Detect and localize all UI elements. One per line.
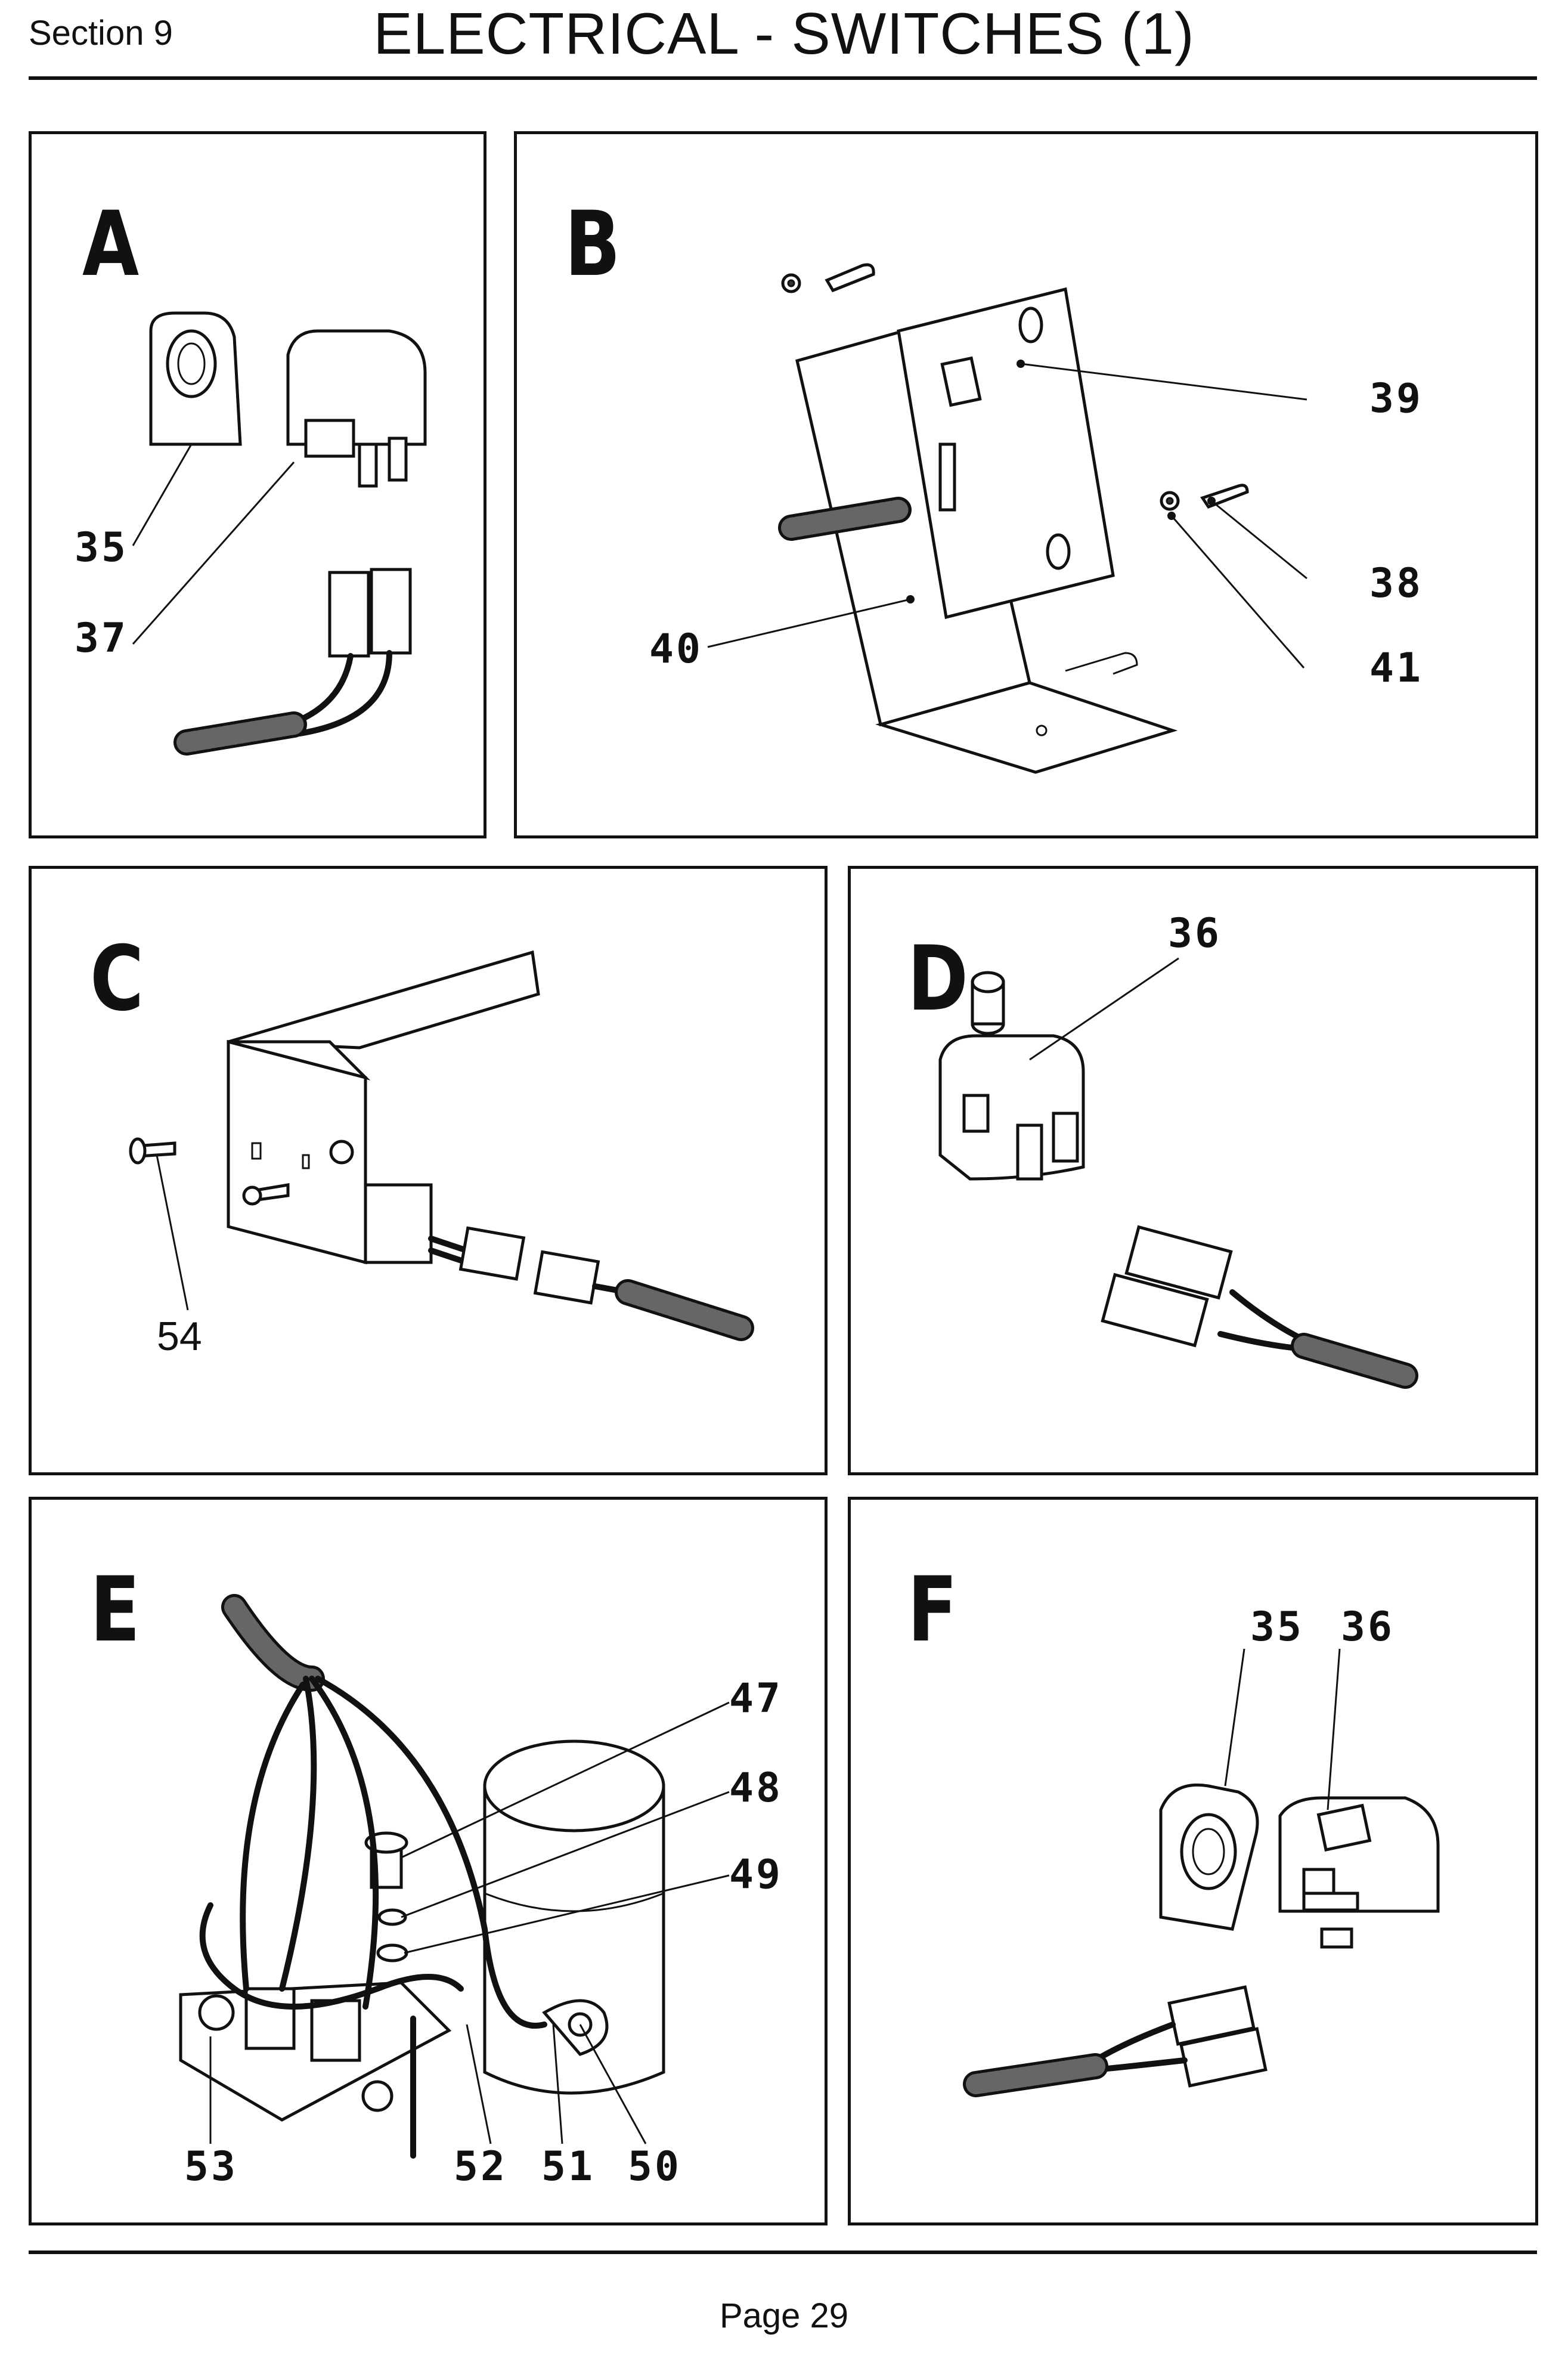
header-divider bbox=[29, 76, 1537, 80]
panel-e-illustration bbox=[179, 1594, 730, 2159]
panel-c-label: C bbox=[90, 927, 144, 1031]
callout-36-f: 36 bbox=[1341, 1604, 1395, 1651]
panel-e: E 47 48 49 53 52 51 50 bbox=[29, 1497, 828, 2225]
panel-e-label: E bbox=[90, 1558, 141, 1662]
panel-b-label: B bbox=[565, 193, 621, 296]
panel-d: D 36 bbox=[848, 866, 1538, 1475]
panel-d-label: D bbox=[907, 927, 969, 1031]
switch-part bbox=[286, 329, 427, 446]
callout-41: 41 bbox=[1369, 645, 1423, 692]
page-number: Page 29 bbox=[719, 2296, 849, 2335]
callout-38: 38 bbox=[1369, 560, 1423, 607]
panel-c-illustration bbox=[129, 950, 754, 1341]
panel-d-illustration bbox=[938, 957, 1418, 1389]
callout-49: 49 bbox=[729, 1851, 783, 1898]
callout-39: 39 bbox=[1369, 375, 1423, 422]
callout-53: 53 bbox=[184, 2143, 238, 2190]
callout-54: 54 bbox=[157, 1314, 202, 1359]
callout-37: 37 bbox=[75, 615, 128, 662]
callout-51: 51 bbox=[541, 2143, 595, 2190]
panel-b-illustration bbox=[707, 263, 1307, 774]
panel-f-label: F bbox=[907, 1558, 958, 1662]
panel-a: A 35 37 bbox=[29, 131, 486, 838]
panel-a-label: A bbox=[82, 193, 140, 296]
section-label: Section 9 bbox=[29, 14, 173, 52]
callout-48: 48 bbox=[729, 1765, 783, 1812]
callout-36: 36 bbox=[1168, 910, 1222, 957]
callout-50: 50 bbox=[628, 2143, 681, 2190]
footer-divider bbox=[29, 2251, 1537, 2254]
callout-47: 47 bbox=[729, 1675, 783, 1722]
callout-35-f: 35 bbox=[1250, 1604, 1304, 1651]
page-title: ELECTRICAL - SWITCHES (1) bbox=[373, 1, 1195, 66]
callout-35: 35 bbox=[75, 524, 128, 571]
panel-c: C 54 bbox=[29, 866, 828, 1475]
callout-52: 52 bbox=[454, 2143, 507, 2190]
panel-f: F 35 36 bbox=[848, 1497, 1538, 2225]
callout-40: 40 bbox=[649, 626, 703, 673]
panel-b: B 39 38 40 41 bbox=[514, 131, 1538, 838]
panel-a-illustration bbox=[132, 311, 427, 756]
panel-f-illustration bbox=[963, 1648, 1440, 2097]
